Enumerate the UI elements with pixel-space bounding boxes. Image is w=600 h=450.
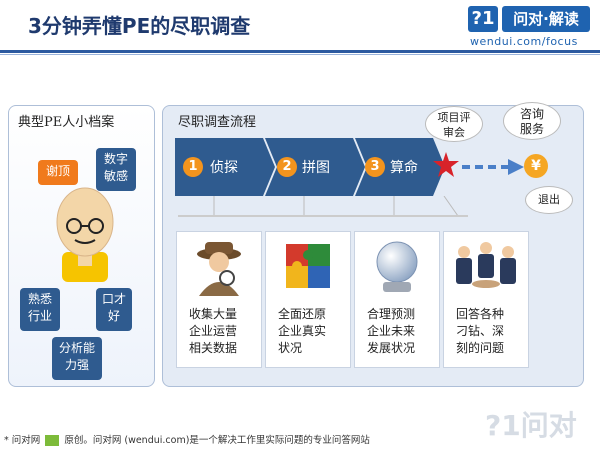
tag-eloquent: 口才 好 xyxy=(96,288,132,331)
card-connectors xyxy=(178,196,468,217)
exit-arrow xyxy=(433,152,524,177)
due-diligence-title: 尽职调查流程 xyxy=(178,115,257,130)
card-puzzle: 全面还原 企业真实 状况 xyxy=(265,231,351,368)
puzzle-icon xyxy=(286,244,330,288)
crystal-ball-icon xyxy=(376,241,418,292)
step-2-label: 拼图 xyxy=(302,160,330,176)
tag-analytical: 分析能 力强 xyxy=(52,337,102,380)
tag-industry-knowledge: 熟悉 行业 xyxy=(20,288,60,331)
card-meeting: 回答各种 刁钻、深 刻的问题 xyxy=(443,231,529,368)
step-3-label: 算命 xyxy=(390,160,418,176)
card-meeting-text: 回答各种 刁钻、深 刻的问题 xyxy=(456,307,505,355)
person-smile xyxy=(74,239,96,244)
logo[interactable]: ?1 问对·解读 xyxy=(468,6,592,34)
meeting-icon xyxy=(456,242,516,288)
header-divider-thin xyxy=(0,54,600,55)
step-3-number: 3 xyxy=(365,157,385,177)
footer-suffix: 原创。问对网 (wendui.com)是一个解决工作里实际问题的专业问答网站 xyxy=(64,435,370,446)
logo-mark: ?1 xyxy=(468,6,498,32)
callout-consulting: 咨询 服务 xyxy=(503,102,561,140)
connector-4 xyxy=(443,196,459,217)
footer-logo-icon xyxy=(45,435,60,446)
step-1-label: 侦探 xyxy=(210,160,238,176)
tag-bald: 谢顶 xyxy=(38,160,78,185)
callout-review-meeting: 项目评 审会 xyxy=(425,106,483,142)
step-3-shape xyxy=(355,138,445,196)
card-crystal-ball-text: 合理预测 企业未来 发展状况 xyxy=(367,307,416,355)
pe-person-icon xyxy=(56,187,114,282)
footer-note: * 问对网 原创。问对网 (wendui.com)是一个解决工作里实际问题的专业… xyxy=(4,432,370,446)
step-1-shape xyxy=(175,138,275,196)
star-icon xyxy=(433,152,459,177)
person-shirt xyxy=(62,252,108,282)
yen-coin-icon: ¥ xyxy=(524,154,548,178)
step-1-number: 1 xyxy=(183,157,203,177)
logo-text: 问对·解读 xyxy=(502,6,590,32)
person-head xyxy=(56,187,114,257)
process-arrow-bar xyxy=(175,138,445,196)
card-detective-text: 收集大量 企业运营 相关数据 xyxy=(189,307,238,355)
header-divider xyxy=(0,50,600,53)
watermark: ?1问对 xyxy=(485,408,590,444)
step-2-shape xyxy=(265,138,365,196)
watermark-text: ?1问对 xyxy=(485,409,577,442)
pe-profile-title: 典型PE人小档案 xyxy=(18,115,115,130)
tag-number-sensitive: 数字 敏感 xyxy=(96,148,136,191)
callout-exit: 退出 xyxy=(525,186,573,214)
card-detective: 收集大量 企业运营 相关数据 xyxy=(176,231,262,368)
logo-url[interactable]: wendui.com/focus xyxy=(470,35,578,48)
page-title: 3分钟弄懂PE的尽职调查 xyxy=(28,14,251,38)
detective-icon xyxy=(197,242,241,296)
card-puzzle-text: 全面还原 企业真实 状况 xyxy=(278,307,327,355)
footer-prefix: * 问对网 xyxy=(4,435,41,446)
arrow-head-icon xyxy=(508,159,524,175)
step-2-number: 2 xyxy=(277,157,297,177)
card-crystal-ball: 合理预测 企业未来 发展状况 xyxy=(354,231,440,368)
